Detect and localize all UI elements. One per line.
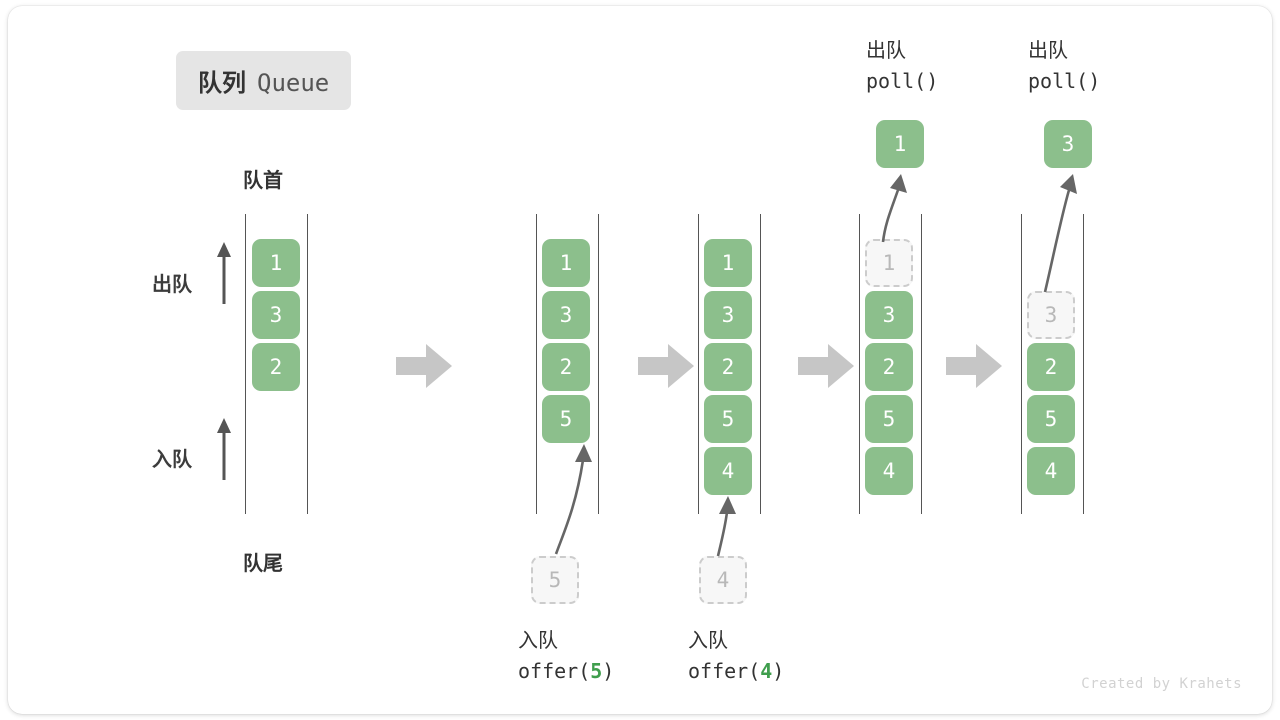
queue-cell: 1	[542, 239, 590, 287]
queue-cell: 3	[252, 291, 300, 339]
operation-cn: 入队	[518, 630, 558, 652]
operation-cn: 出队	[866, 40, 906, 62]
operation-label-offer-4: 入队 offer(4)	[688, 626, 784, 687]
queue-cell-ghost: 3	[1027, 291, 1075, 339]
queue-cell: 1	[252, 239, 300, 287]
operation-code: poll()	[1028, 69, 1101, 94]
queue-cell: 3	[542, 291, 590, 339]
queue-cell: 5	[865, 395, 913, 443]
queue-cell: 2	[704, 343, 752, 391]
diagram-card: 队列 Queue 队首 队尾 出队 入队 1 3 2 1 3 2 5 5	[8, 6, 1272, 714]
rail-left	[245, 214, 246, 514]
curved-motion-arrow-icon	[716, 496, 736, 557]
curved-motion-arrow-icon	[881, 174, 907, 243]
operation-label-offer-5: 入队 offer(5)	[518, 626, 614, 687]
rail-right	[307, 214, 308, 514]
rail-left	[698, 214, 699, 514]
rail-right	[1083, 214, 1084, 514]
watermark: Created by Krahets	[1081, 676, 1242, 692]
queue-cell-ghost: 1	[865, 239, 913, 287]
title-en: Queue	[257, 69, 330, 97]
up-arrow-icon-dequeue	[217, 242, 231, 304]
queue-tail-label: 队尾	[243, 553, 283, 575]
queue-cell: 3	[704, 291, 752, 339]
operation-code: poll()	[866, 69, 939, 94]
queue-cell: 2	[252, 343, 300, 391]
step-arrow-icon	[396, 344, 452, 388]
rail-left	[1021, 214, 1022, 514]
rail-right	[598, 214, 599, 514]
incoming-ghost-cell: 4	[699, 556, 747, 604]
step-arrow-icon	[798, 344, 854, 388]
queue-cell: 4	[865, 447, 913, 495]
incoming-ghost-cell: 5	[531, 556, 579, 604]
operation-code: offer(5)	[518, 659, 615, 684]
title-cn: 队列	[198, 70, 246, 97]
rail-right	[760, 214, 761, 514]
queue-cell: 2	[865, 343, 913, 391]
queue-cell: 2	[542, 343, 590, 391]
step-arrow-icon	[638, 344, 694, 388]
curved-motion-arrow-icon	[554, 444, 592, 555]
queue-cell: 4	[1027, 447, 1075, 495]
queue-cell: 3	[865, 291, 913, 339]
polled-result-cell: 3	[1044, 120, 1092, 168]
operation-code: offer(4)	[688, 659, 785, 684]
dequeue-side-label: 出队	[152, 274, 192, 296]
queue-head-label: 队首	[243, 170, 283, 192]
queue-cell: 5	[704, 395, 752, 443]
enqueue-side-label: 入队	[152, 449, 192, 471]
queue-cell: 2	[1027, 343, 1075, 391]
rail-left	[536, 214, 537, 514]
operation-cn: 出队	[1028, 40, 1068, 62]
queue-cell: 1	[704, 239, 752, 287]
operation-label-poll-3: 出队 poll()	[1028, 36, 1100, 97]
queue-cell: 5	[542, 395, 590, 443]
up-arrow-icon-enqueue	[217, 418, 231, 480]
curved-motion-arrow-icon	[1043, 174, 1077, 293]
queue-cell: 5	[1027, 395, 1075, 443]
diagram-title-badge: 队列 Queue	[176, 51, 352, 110]
step-arrow-icon	[946, 344, 1002, 388]
rail-right	[921, 214, 922, 514]
operation-label-poll-1: 出队 poll()	[866, 36, 938, 97]
rail-left	[859, 214, 860, 514]
polled-result-cell: 1	[876, 120, 924, 168]
operation-cn: 入队	[688, 630, 728, 652]
queue-cell: 4	[704, 447, 752, 495]
